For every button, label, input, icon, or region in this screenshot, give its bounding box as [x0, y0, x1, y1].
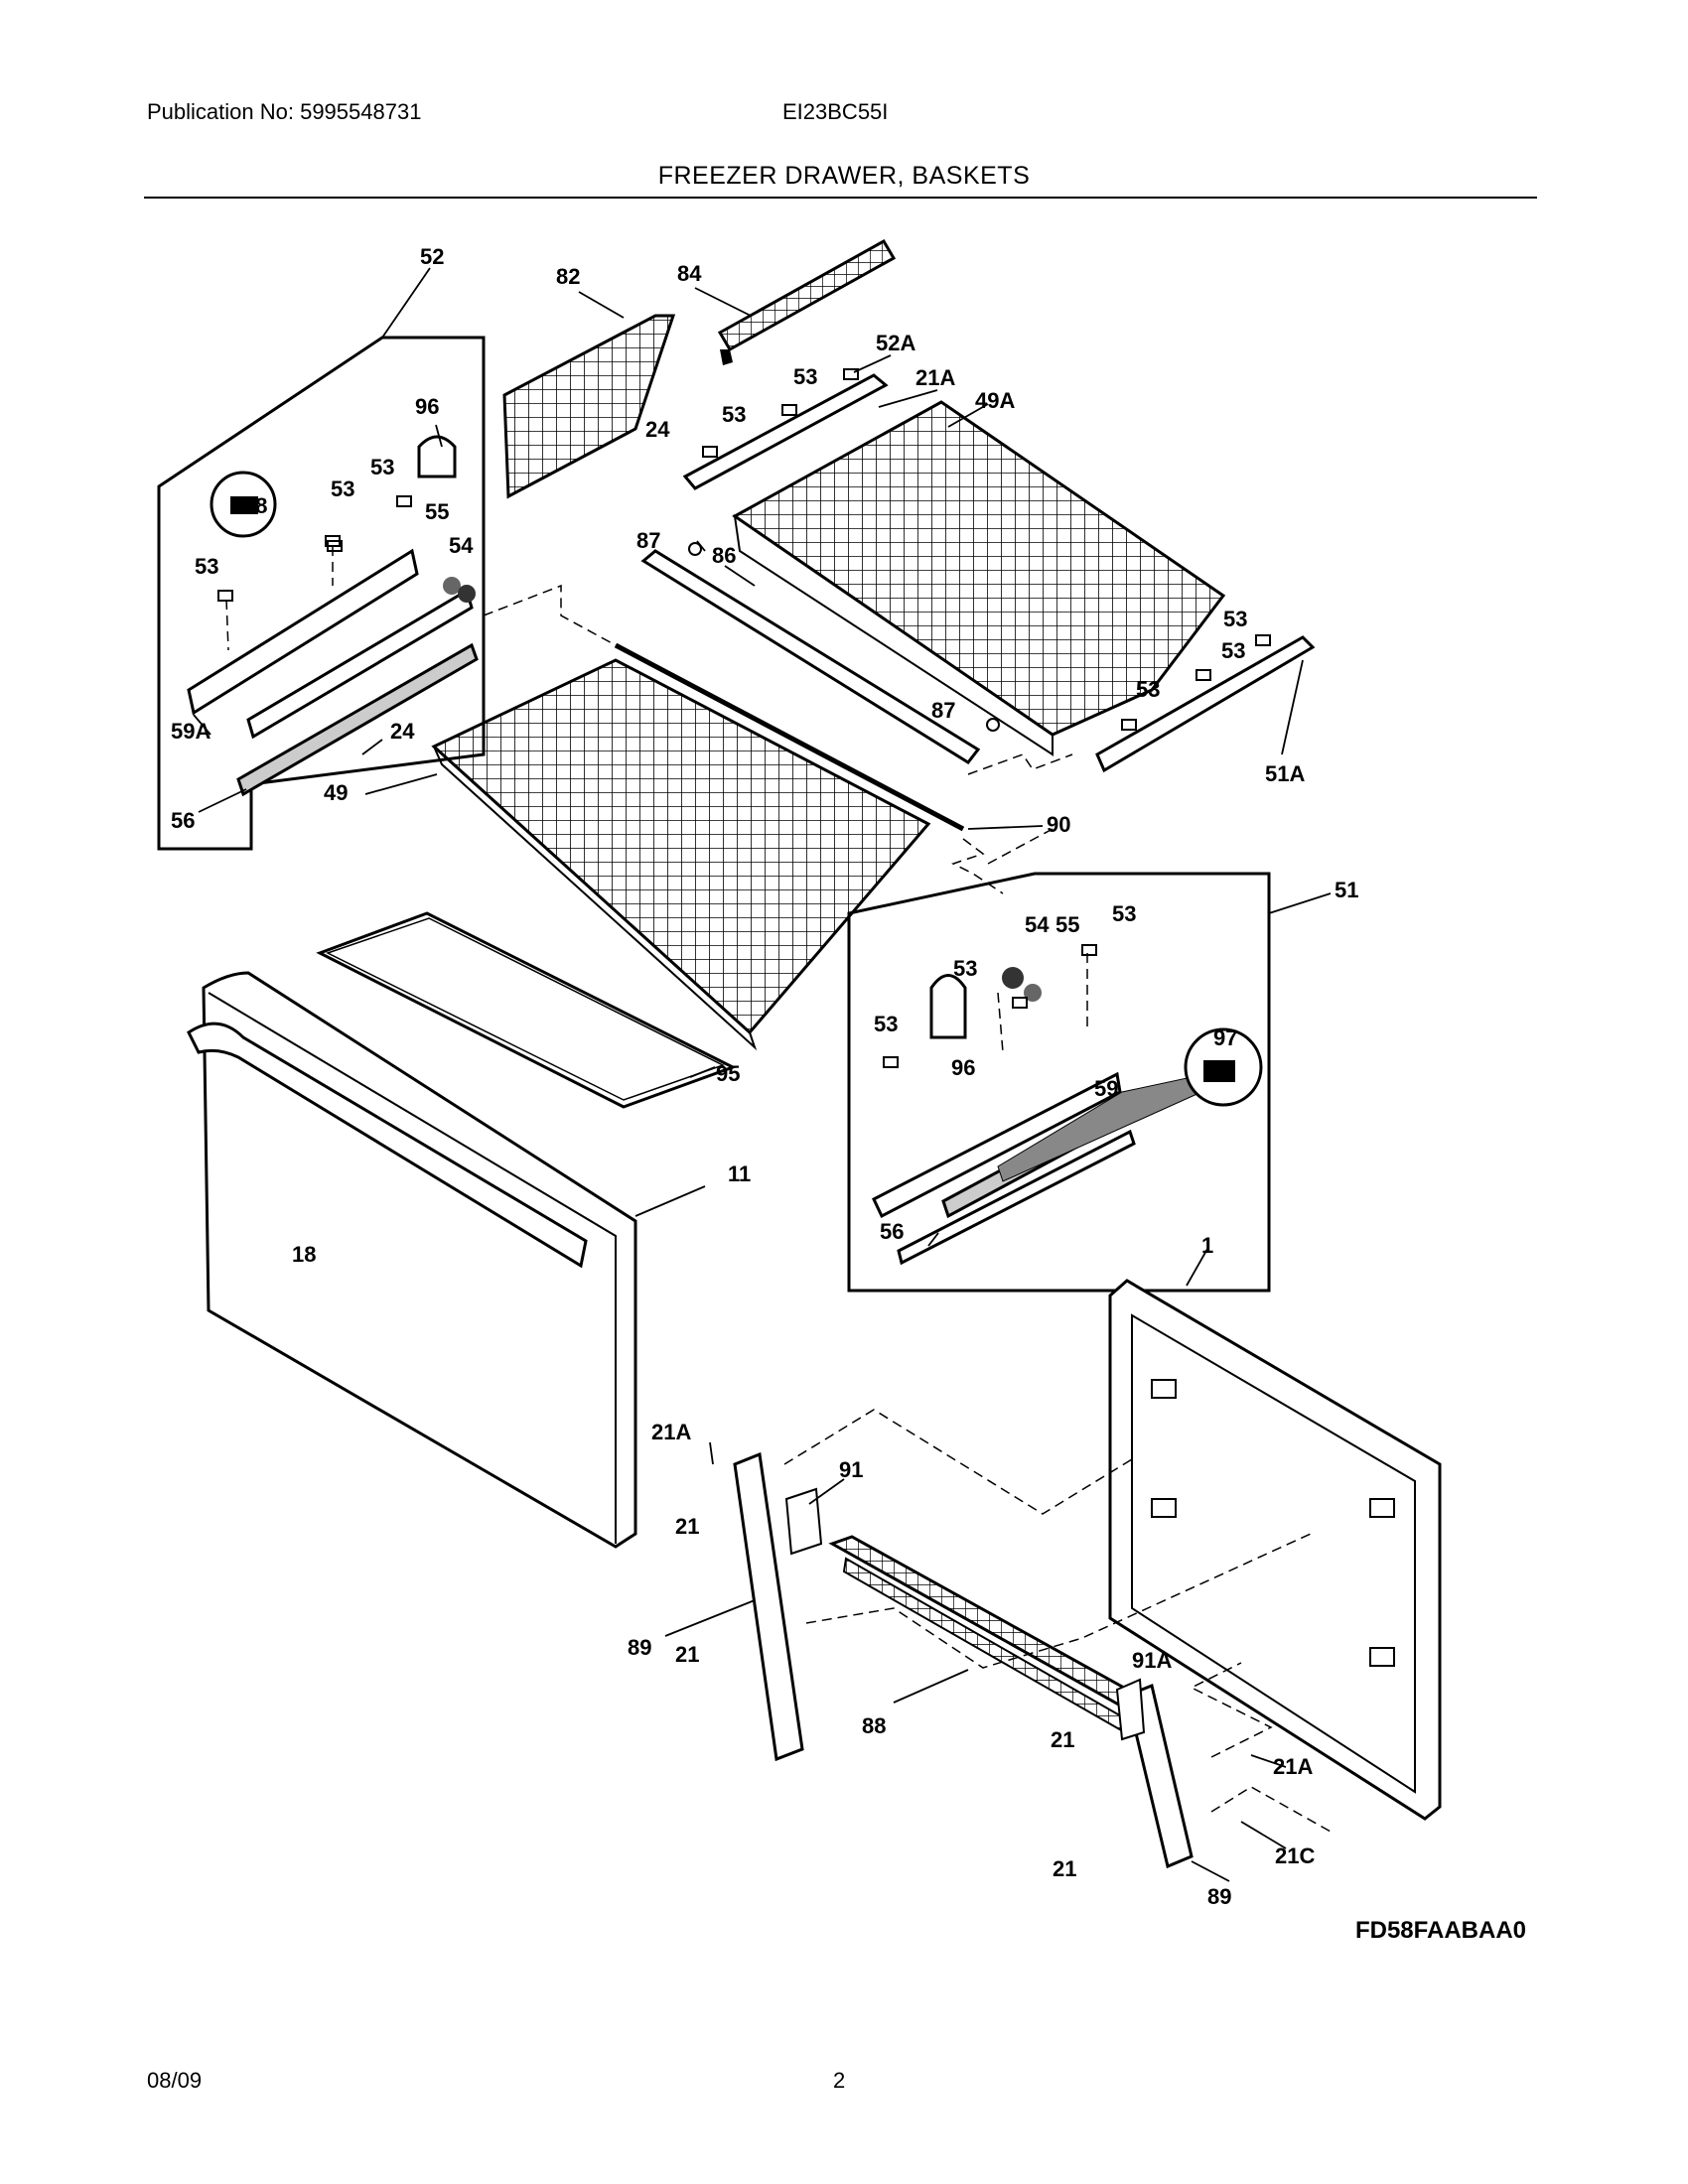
label-53-d: 53	[195, 554, 218, 579]
label-53-top: 53	[793, 364, 817, 389]
label-21-c: 21	[1051, 1727, 1074, 1752]
publication-number: Publication No: 5995548731	[147, 99, 422, 124]
label-53-b: 53	[370, 455, 394, 479]
drawer-front-11	[187, 971, 637, 1549]
label-53-h: 53	[1112, 901, 1136, 926]
label-89-right: 89	[1207, 1884, 1231, 1909]
label-59: 59	[1094, 1076, 1118, 1101]
label-54-left: 54	[449, 533, 474, 558]
part-labels: 52 82 84 52A 21A 49A 96 53 53 53 24 53 9…	[171, 244, 1526, 1944]
label-53-f: 53	[1221, 638, 1245, 663]
glass-cover-95	[316, 911, 737, 1109]
label-1: 1	[1201, 1233, 1213, 1258]
label-95: 95	[716, 1061, 740, 1086]
label-53-a: 53	[722, 402, 746, 427]
label-98: 98	[243, 493, 267, 518]
label-96-left: 96	[415, 394, 439, 419]
assembly-lines	[225, 546, 1332, 1833]
label-89-left: 89	[628, 1635, 651, 1660]
rod-90	[614, 642, 965, 832]
label-53-i: 53	[953, 956, 977, 981]
label-55-right: 55	[1055, 912, 1079, 937]
label-97: 97	[1213, 1025, 1237, 1050]
label-91: 91	[839, 1457, 863, 1482]
label-21-a: 21	[675, 1514, 699, 1539]
label-52: 52	[420, 244, 444, 269]
label-91A: 91A	[1132, 1648, 1172, 1673]
label-21C: 21C	[1275, 1843, 1315, 1868]
label-52A: 52A	[876, 331, 915, 355]
label-21A-left: 21A	[651, 1420, 691, 1444]
label-86: 86	[712, 543, 736, 568]
drawing-code: FD58FAABAA0	[1355, 1917, 1526, 1944]
label-87-top: 87	[636, 528, 660, 553]
leader-lines	[193, 267, 1332, 1882]
label-51A: 51A	[1265, 761, 1305, 786]
label-24-left: 24	[390, 719, 415, 744]
lower-basket-49	[431, 658, 931, 1051]
divider-82	[502, 314, 676, 499]
slide-rail-51A	[1095, 634, 1316, 773]
label-21A-right: 21A	[1273, 1754, 1313, 1779]
label-53-j: 53	[874, 1012, 898, 1036]
callout-box-right-rail	[847, 872, 1271, 1293]
title-rule	[144, 197, 1537, 199]
label-90: 90	[1047, 812, 1070, 837]
label-82: 82	[556, 264, 580, 289]
right-rail-assembly	[872, 944, 1263, 1266]
label-84: 84	[677, 261, 702, 286]
label-51: 51	[1335, 878, 1358, 902]
label-53-g: 53	[1136, 677, 1160, 702]
label-54-right: 54	[1025, 912, 1050, 937]
page-title: FREEZER DRAWER, BASKETS	[657, 162, 1031, 190]
label-49: 49	[324, 780, 348, 805]
bracket-89-left	[733, 1451, 823, 1762]
model-number: EI23BC55I	[782, 99, 889, 124]
label-21A: 21A	[915, 365, 955, 390]
callout-box-left-rail	[157, 336, 486, 851]
rail-88	[828, 1535, 1146, 1737]
label-18: 18	[292, 1242, 316, 1267]
label-24-top: 24	[645, 417, 670, 442]
label-53-e: 53	[1223, 607, 1247, 631]
label-87-bottom: 87	[931, 698, 955, 723]
label-56-right: 56	[880, 1219, 904, 1244]
label-21-b: 21	[675, 1642, 699, 1667]
left-rail-assembly	[187, 435, 479, 797]
label-55-left: 55	[425, 499, 449, 524]
label-53-c: 53	[331, 477, 354, 501]
rail-86	[640, 542, 1000, 764]
upper-basket-49A	[732, 400, 1226, 756]
bracket-89-right	[1115, 1678, 1194, 1869]
label-59A: 59A	[171, 719, 211, 744]
label-11: 11	[728, 1161, 751, 1186]
label-96-right: 96	[951, 1055, 975, 1080]
footer-date: 08/09	[147, 2068, 203, 2093]
divider-84	[717, 238, 897, 365]
label-21-d: 21	[1053, 1856, 1076, 1881]
footer-page-number: 2	[833, 2068, 846, 2093]
bracket-52A	[682, 368, 889, 490]
label-56-left: 56	[171, 808, 195, 833]
label-49A: 49A	[975, 388, 1015, 413]
label-88: 88	[862, 1713, 886, 1738]
